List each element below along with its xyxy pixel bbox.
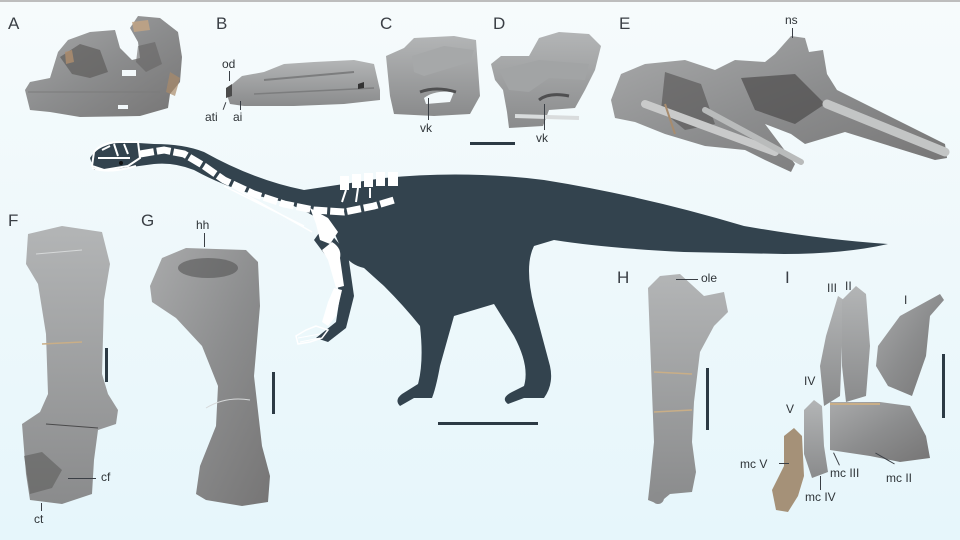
label-mc-v: mc V xyxy=(740,457,768,471)
leader-ns xyxy=(792,28,793,38)
label-ati: ati xyxy=(205,110,218,124)
panel-g-fossil xyxy=(150,248,270,506)
label-hh: hh xyxy=(196,218,210,232)
panel-letter-h: H xyxy=(617,268,630,287)
label-ai: ai xyxy=(233,110,243,124)
panel-h-fossil xyxy=(648,274,728,504)
leader-vk-c xyxy=(428,98,429,120)
label-digit-ii: II xyxy=(845,279,852,293)
label-od: od xyxy=(222,57,236,71)
panel-letter-a: A xyxy=(8,14,20,33)
panel-c-fossil xyxy=(386,36,480,116)
label-digit-i: I xyxy=(904,293,908,307)
scale-bar-g xyxy=(272,372,275,414)
leader-hh xyxy=(204,233,205,247)
panel-letter-d: D xyxy=(493,14,506,33)
panel-e-fossil xyxy=(611,36,950,172)
panel-d-fossil xyxy=(491,32,601,128)
label-digit-iii: III xyxy=(827,281,838,295)
panel-b-fossil xyxy=(226,60,380,106)
panel-letter-c: C xyxy=(380,14,393,33)
label-digit-iv: IV xyxy=(804,374,816,388)
leader-vk-d xyxy=(544,104,545,130)
label-ns: ns xyxy=(785,13,798,27)
scale-bar-f xyxy=(105,348,108,382)
leader-ai xyxy=(240,101,241,110)
label-mc-ii: mc II xyxy=(886,471,912,485)
label-ct: ct xyxy=(34,512,44,526)
scale-bar-cd xyxy=(470,142,515,145)
panel-i-fossil xyxy=(772,286,944,512)
leader-ole xyxy=(676,279,698,280)
panel-f-fossil xyxy=(22,226,118,504)
scapula-white xyxy=(310,208,338,244)
leader-mc-iv xyxy=(820,476,821,490)
neck-vertebrae xyxy=(139,146,396,216)
label-vk-c: vk xyxy=(420,121,432,135)
leader-cf xyxy=(68,478,96,479)
scale-bar-h xyxy=(706,368,709,430)
label-cf: cf xyxy=(101,470,111,484)
silhouette-body xyxy=(90,142,888,406)
panel-letter-f: F xyxy=(8,211,19,230)
panel-letter-i: I xyxy=(785,268,790,287)
leader-ct xyxy=(41,503,42,511)
dinosaur-reconstruction xyxy=(90,141,888,406)
skull-white xyxy=(90,141,142,172)
dorsal-vertebrae-white xyxy=(340,172,398,190)
panel-a-fossil xyxy=(25,16,182,117)
panel-letter-b: B xyxy=(216,14,228,33)
silhouette-forelimb xyxy=(314,226,354,342)
label-ole: ole xyxy=(701,271,718,285)
ulna-white xyxy=(322,288,342,326)
label-digit-v: V xyxy=(786,402,795,416)
label-vk-d: vk xyxy=(536,131,548,145)
humerus-white xyxy=(322,242,344,288)
label-mc-iii: mc III xyxy=(830,466,860,480)
top-border xyxy=(0,0,960,2)
panel-letter-g: G xyxy=(141,211,155,230)
scale-bar-reconstruction xyxy=(438,422,538,425)
scale-bar-i xyxy=(942,354,945,418)
leader-od xyxy=(229,71,230,81)
manus-white xyxy=(295,325,330,345)
leader-mc-v xyxy=(779,463,789,464)
panel-letter-e: E xyxy=(619,14,631,33)
label-mc-iv: mc IV xyxy=(805,490,836,504)
